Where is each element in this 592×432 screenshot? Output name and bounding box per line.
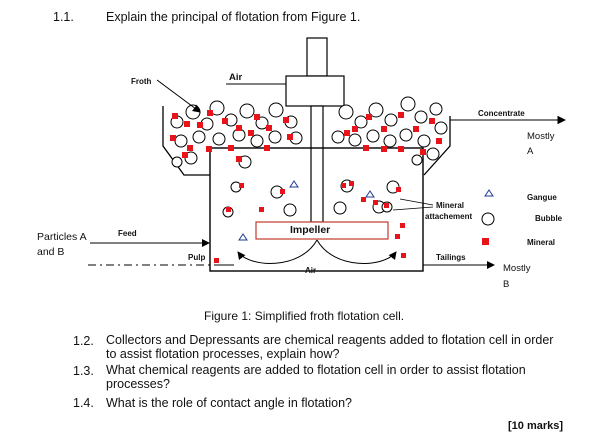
legend-bubble-label: Bubble [535,214,563,223]
question-1-4-number: 1.4. [73,396,94,410]
pulp-minerals [214,181,489,263]
feed-label: Feed [118,229,137,238]
drive-box [285,75,345,107]
flotation-cell-diagram [88,37,567,272]
legend-gangue-label: Gangue [527,193,557,202]
mineral-attachment-label-1: Mineral [436,201,465,210]
question-1-3-text: What chemical reagents are added to flot… [106,363,526,391]
mostly-b-label-2: B [503,279,510,290]
marks-label: [10 marks] [508,420,564,432]
legend-mineral-label: Mineral [527,238,556,247]
impeller-shaft [310,105,324,223]
question-1-1-number: 1.1. [53,10,74,24]
froth-arrow [156,79,201,113]
mostly-a-label-2: A [527,146,534,157]
particles-label-2: and B [37,246,65,258]
air-bottom-label: Air [305,266,317,275]
question-1-2-number: 1.2. [73,334,94,348]
flow-left [237,239,318,264]
question-1-2-text: Collectors and Depressants are chemical … [106,333,554,361]
froth-bubbles [170,96,448,169]
mostly-b-label-1: Mostly [503,263,531,274]
particles-label-1: Particles A [37,231,87,243]
motor-box [306,37,328,77]
air-top-label: Air [229,72,243,83]
flotation-tank [209,147,424,272]
impeller-label: Impeller [290,224,331,236]
figure-caption: Figure 1: Simplified froth flotation cel… [204,309,405,323]
question-1-4-text: What is the role of contact angle in flo… [106,396,352,410]
tailings-label: Tailings [436,253,466,262]
pulp-label: Pulp [188,253,206,262]
concentrate-label: Concentrate [478,109,525,118]
flow-right [316,239,397,264]
mineral-attachment-label-2: attachement [425,212,473,221]
froth-label: Froth [131,77,152,86]
froth-minerals [170,110,442,162]
mostly-a-label-1: Mostly [527,131,555,142]
question-1-1-text: Explain the principal of flotation from … [106,10,361,24]
mineral-attach-pointer-1 [399,198,434,206]
impeller-box [255,221,389,240]
question-1-3-number: 1.3. [73,364,94,378]
mineral-attach-pointer-2 [392,206,434,211]
